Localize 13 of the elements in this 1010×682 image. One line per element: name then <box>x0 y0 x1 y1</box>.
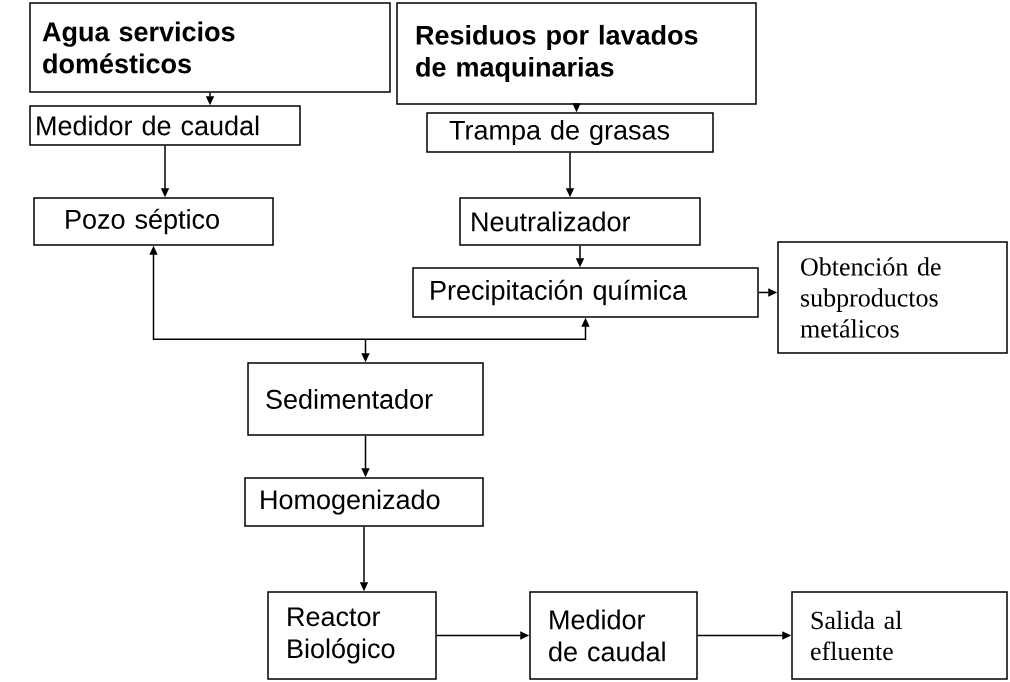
process-box: Trampa de grasas <box>426 112 714 153</box>
process-box: Agua servicios domésticos <box>29 2 391 93</box>
process-box: Reactor Biológico <box>267 591 437 680</box>
process-box: Homogenizado <box>244 477 484 527</box>
process-box: Pozo séptico <box>33 197 274 246</box>
process-box: Residuos por lavados de maquinarias <box>396 2 757 105</box>
process-box: Medidor de caudal <box>529 591 698 680</box>
process-box: Obtención de subproductos metálicos <box>777 241 1008 354</box>
process-box: Salida al efluente <box>791 591 1008 680</box>
process-box: Neutralizador <box>459 197 701 246</box>
process-box: Precipitación química <box>412 267 759 318</box>
process-box: Medidor de caudal <box>29 105 301 146</box>
process-box: Sedimentador <box>247 362 484 436</box>
